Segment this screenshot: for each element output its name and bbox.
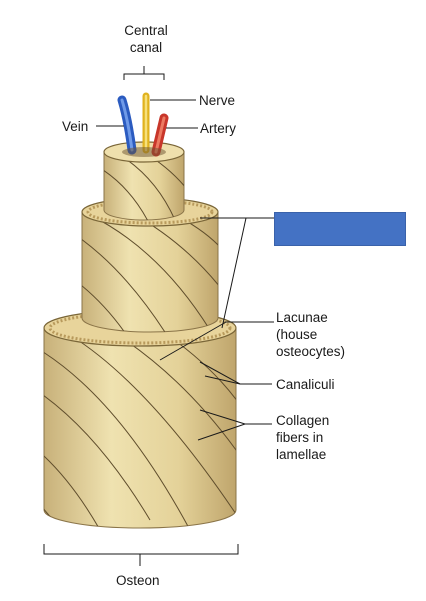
canaliculi-label: Canaliculi <box>276 377 335 392</box>
central-canal-label: Central canal <box>124 23 168 55</box>
lacunae-label: Lacunae (house osteocytes) <box>276 310 346 359</box>
artery-label: Artery <box>200 121 237 136</box>
outer-lamella <box>43 309 237 529</box>
vein-label: Vein <box>62 119 89 134</box>
osteon-label: Osteon <box>116 573 160 588</box>
nerve-label: Nerve <box>199 93 236 108</box>
leader-lines <box>43 66 274 566</box>
collagen-label: Collagen fibers in lamellae <box>276 413 330 462</box>
answer-box[interactable] <box>274 212 406 246</box>
central-canal-vessels <box>117 92 169 157</box>
